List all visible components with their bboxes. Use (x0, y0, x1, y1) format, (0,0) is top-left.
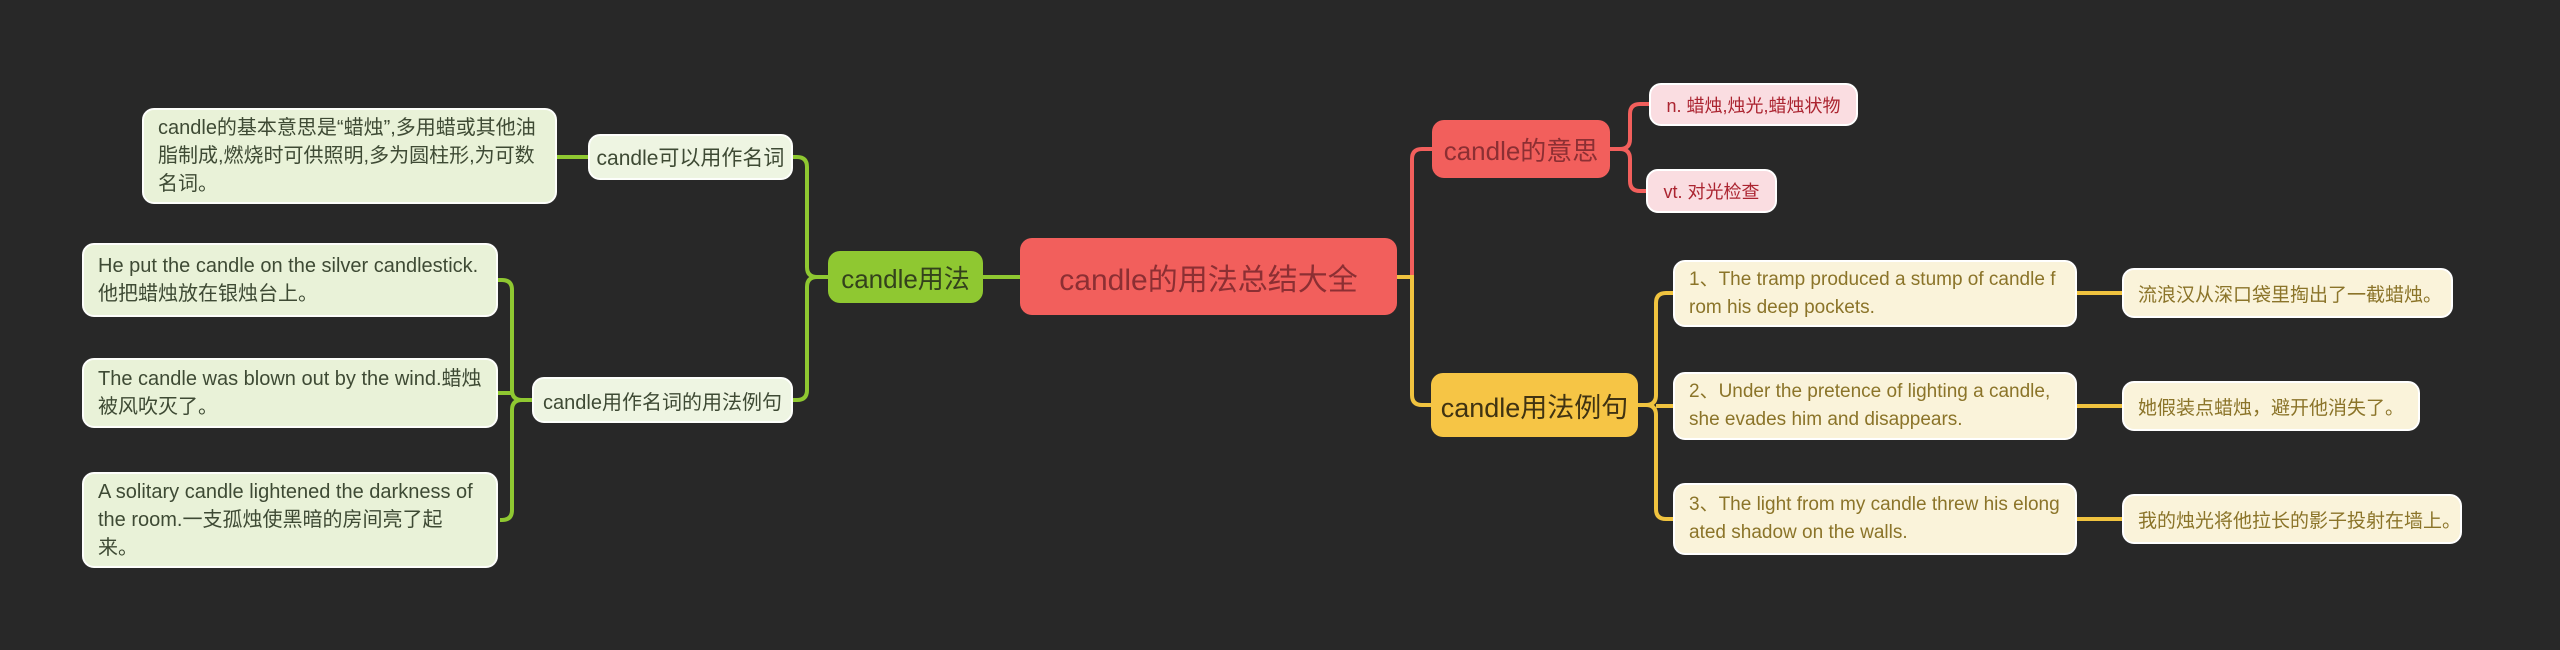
usage-example-3-zh[interactable]: 我的烛光将他拉长的影子投射在墙上。 (2122, 494, 2462, 544)
usage-example-2-zh[interactable]: 她假装点蜡烛，避开他消失了。 (2122, 381, 2420, 431)
noun-example-2[interactable]: The candle was blown out by the wind.蜡烛被… (82, 358, 498, 428)
connector-examples-down (1638, 403, 1673, 521)
connector-meaning-up (1610, 102, 1649, 151)
usage-example-1-en[interactable]: 1、The tramp produced a stump of candle f… (1673, 260, 2077, 327)
connector-usage-up (793, 155, 828, 279)
meaning-noun[interactable]: n. 蜡烛,烛光,蜡烛状物 (1649, 83, 1858, 126)
connector-nounex-down (500, 398, 532, 522)
meaning-verb[interactable]: vt. 对光检查 (1646, 169, 1777, 213)
branch-node-usage[interactable]: candle用法 (828, 251, 983, 303)
connector-examples-up (1638, 291, 1673, 407)
root-node[interactable]: candle的用法总结大全 (1020, 238, 1397, 315)
noun-example-3[interactable]: A solitary candle lightened the darkness… (82, 472, 498, 568)
subnode-noun-usage[interactable]: candle可以用作名词 (588, 134, 793, 180)
branch-node-examples[interactable]: candle用法例句 (1431, 373, 1638, 437)
usage-example-2-en[interactable]: 2、Under the pretence of lighting a candl… (1673, 372, 2077, 440)
connector-root-to-meaning (1410, 147, 1432, 279)
usage-example-1-zh[interactable]: 流浪汉从深口袋里掏出了一截蜡烛。 (2122, 268, 2453, 318)
connector-usage-down (793, 275, 828, 402)
connector-root-to-examples (1410, 275, 1431, 407)
connector-meaning-down (1610, 147, 1646, 193)
connector-nounex-up (498, 278, 532, 402)
branch-node-meaning[interactable]: candle的意思 (1432, 120, 1610, 178)
subnode-noun-examples[interactable]: candle用作名词的用法例句 (532, 377, 793, 423)
noun-example-1[interactable]: He put the candle on the silver candlest… (82, 243, 498, 317)
usage-example-3-en[interactable]: 3、The light from my candle threw his elo… (1673, 483, 2077, 555)
detail-noun-usage[interactable]: candle的基本意思是“蜡烛”,多用蜡或其他油脂制成,燃烧时可供照明,多为圆柱… (142, 108, 557, 204)
